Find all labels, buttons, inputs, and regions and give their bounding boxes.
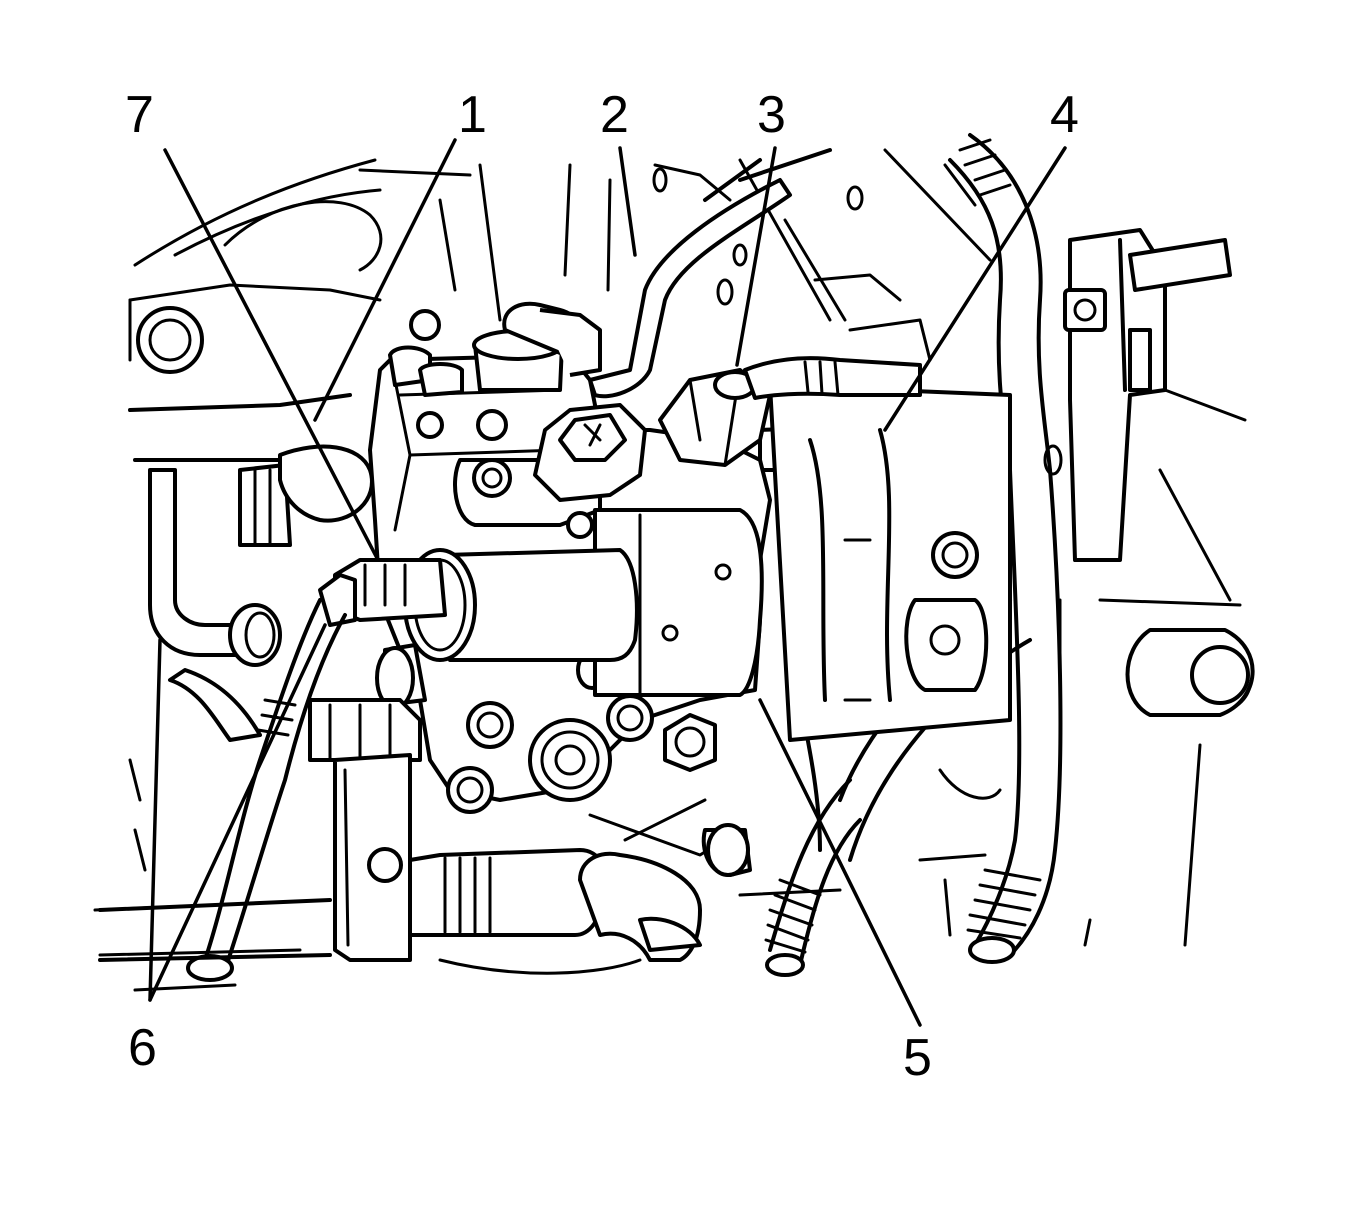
callout-labels: 1 2 3 4 5 6 7 <box>125 86 1079 1087</box>
leader-lines <box>148 138 1067 1027</box>
pump-housing-panel <box>768 383 1012 742</box>
callout-6: 6 <box>128 1019 157 1077</box>
callout-3: 3 <box>757 86 786 144</box>
block-bosses <box>136 306 1255 717</box>
high-pressure-line <box>533 148 832 502</box>
callout-2: 2 <box>600 86 629 144</box>
callout-7: 7 <box>125 86 154 144</box>
leader-4 <box>883 146 1067 432</box>
right-bracket <box>1063 228 1232 562</box>
leader-3 <box>735 146 777 367</box>
left-rail <box>128 393 374 742</box>
callout-5: 5 <box>903 1029 932 1087</box>
leader-5 <box>758 698 922 1027</box>
leader-6b <box>148 623 327 1002</box>
bottom-bracket <box>98 698 702 962</box>
callout-4: 4 <box>1050 86 1079 144</box>
leader-2 <box>618 146 637 257</box>
pressure-sensor <box>658 356 922 467</box>
pump-top-fittings <box>388 301 602 397</box>
leader-7 <box>163 148 380 562</box>
callout-1: 1 <box>458 86 487 144</box>
leader-1 <box>313 138 457 422</box>
leader-6a <box>148 638 162 1002</box>
electrical-connector <box>318 558 447 627</box>
lower-fittings <box>375 643 752 877</box>
wire-harness <box>186 598 347 982</box>
